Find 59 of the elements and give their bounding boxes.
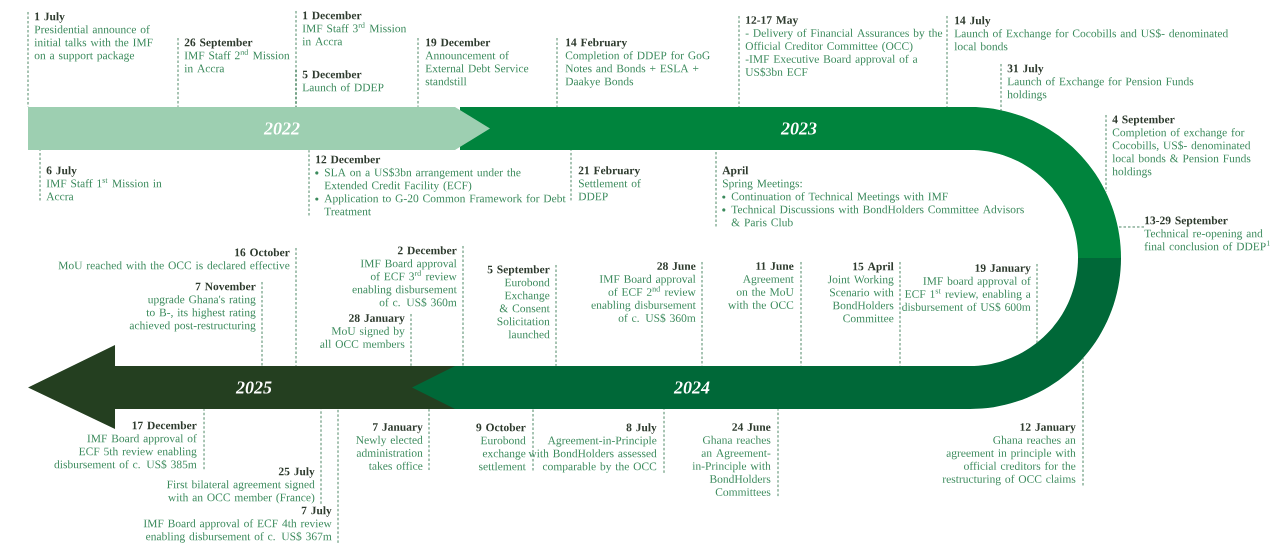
leader-line [203, 408, 205, 470]
leader-line [337, 408, 339, 544]
leader-line [320, 408, 322, 505]
event-note: 19 January IMF board approval of ECF 1$^{st}$ review, enabling a disbursement of US$ 600m [902, 264, 1031, 312]
leader-line [410, 313, 412, 367]
event-note: 11 June Agreement on the MoU with the OCC [728, 262, 794, 309]
leader-line [462, 245, 464, 367]
leader-line [1105, 114, 1107, 193]
leader-line [1082, 357, 1084, 486]
event-note: 5 December Launch of DDEP [302, 70, 384, 92]
event-note: 6 July IMF Staff 1$^{st}$ Mission in Accra [46, 166, 162, 201]
leader-line [570, 149, 572, 201]
event-note: 5 September Eurobond Exchange & Consent Solicitation launched [487, 265, 550, 339]
leader-line [555, 264, 557, 367]
leader-line [177, 37, 179, 108]
leader-line [261, 281, 263, 367]
event-note: 31 July Launch of Exchange for Pension Funds holdings [1007, 64, 1194, 101]
leader-line [946, 15, 948, 108]
event-note: 13-29 September Technical re-opening and final conclusion of DDEP$^{1}$ [1144, 216, 1270, 251]
event-note: 12 January Ghana reaches an agreement in principle with official creditors for the restructuring of OCC claims [942, 423, 1076, 486]
leader-line [556, 37, 558, 108]
leader-line [738, 15, 740, 108]
event-note: 26 September IMF Staff 2$^{nd}$ Mission in Accra [184, 38, 290, 73]
event-note: 28 June IMF Board approval of ECF 2$^{nd}$ review enabling disbursement of c. US$ 360m [591, 262, 696, 323]
event-note: 7 November upgrade Ghana's rating to B-, its highest rating achieved post-restructuring [129, 282, 256, 332]
event-note: 7 July IMF Board approval of ECF 4th review enabling disbursement of c. US$ 367m [143, 506, 332, 543]
event-note: 8 July Agreement-in-Principle with BondHolders assessed comparable by the OCC [528, 423, 657, 473]
leader-line [715, 149, 717, 227]
leader-line [899, 261, 901, 367]
event-note: 14 July Launch of Exchange for Cocobills and US$- denominated local bonds [954, 16, 1229, 51]
event-note: 12-17 May - Delivery of Financial Assurances by the Official Creditor Committee (OCC) -IMF Executive Board approval of a US$3bn ECF [745, 16, 943, 77]
event-note: 19 December Announcement of External Debt Service standstill [425, 38, 529, 86]
event-note: 28 January MoU signed by all OCC members [320, 314, 405, 348]
leader-line [39, 149, 41, 201]
leader-line [701, 261, 703, 367]
leader-line [295, 69, 297, 108]
leader-line [663, 408, 665, 474]
timeline-band: 2022 [28, 107, 490, 150]
leader-line [532, 408, 534, 471]
event-note: 15 April Joint Working Scenario with BondHolders Committee [827, 262, 894, 323]
event-note: April Spring Meetings: Continuation of Technical Meetings with IMF Technical Discussions with BondHolders Committee Advisors & Paris Club [722, 166, 1024, 227]
leader-line [308, 149, 310, 216]
leader-line [1036, 263, 1038, 344]
event-note: 14 February Completion of DDEP for GoG Notes and Bonds + ESLA + Daakye Bonds [565, 38, 710, 88]
event-note: 9 October Eurobond exchange settlement [476, 423, 526, 471]
event-note: 1 December IMF Staff 3$^{rd}$ Mission in Accra [302, 11, 407, 46]
event-note: 16 October MoU reached with the OCC is declared effective [58, 248, 290, 270]
leader-line [417, 37, 419, 108]
leader-line [428, 408, 430, 471]
leader-line [777, 408, 779, 497]
leader-line [1000, 63, 1002, 112]
event-note: 1 July Presidential announce of initial talks with the IMF on a support package [34, 12, 153, 62]
leader-line [295, 10, 297, 108]
leader-line [27, 11, 29, 108]
event-note: 21 February Settlement of DDEP [578, 166, 641, 201]
event-note: 24 June Ghana reaches an Agreement-in-Principle with BondHolders Committees [692, 423, 771, 496]
leader-line [295, 247, 297, 367]
leader-line [800, 261, 802, 367]
leader-line [1118, 226, 1145, 228]
